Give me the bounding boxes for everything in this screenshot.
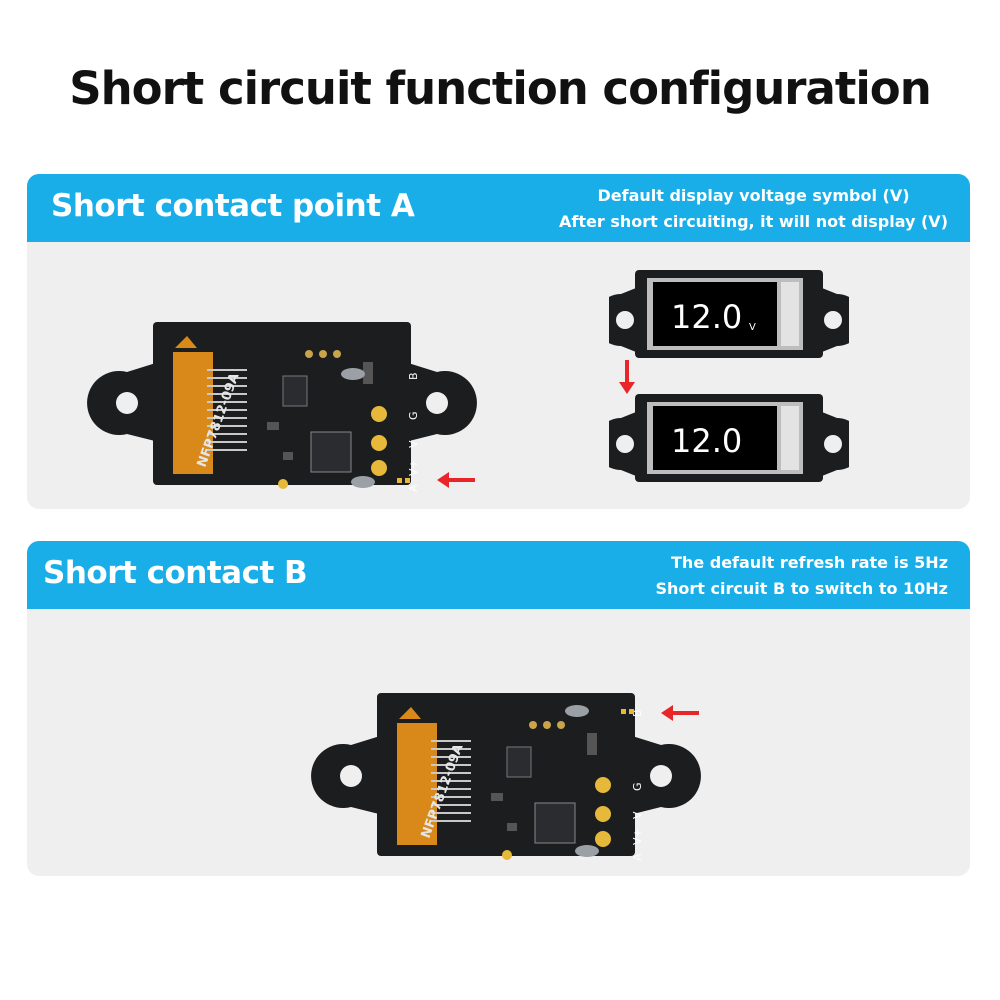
display-before-value: 12.0 bbox=[671, 298, 742, 336]
display-before-image: 12.0 V bbox=[609, 270, 849, 358]
display-before-unit: V bbox=[749, 322, 756, 333]
arrow-down-icon bbox=[619, 360, 635, 394]
pad-label-vplus: V+ bbox=[407, 459, 420, 476]
section-b-note-line2: Short circuit B to switch to 10Hz bbox=[655, 579, 949, 598]
section-b-note-line1: The default refresh rate is 5Hz bbox=[671, 553, 948, 572]
pcb-board-b-image: NFP7812-09A B G V V+ A bbox=[311, 693, 701, 861]
section-b-heading: Short contact B bbox=[43, 555, 308, 591]
pad-label-b: B bbox=[407, 372, 420, 380]
section-a-note: Default display voltage symbol (V) After… bbox=[559, 183, 948, 235]
section-a-heading: Short contact point A bbox=[51, 188, 415, 224]
arrow-point-b-icon bbox=[661, 705, 699, 721]
pad-label-a-b: A bbox=[631, 853, 644, 861]
section-a-note-line1: Default display voltage symbol (V) bbox=[597, 186, 910, 205]
page-title: Short circuit function configuration bbox=[69, 62, 932, 115]
section-a-header: Short contact point A Default display vo… bbox=[27, 174, 970, 242]
section-short-contact-b: Short contact B The default refresh rate… bbox=[27, 541, 970, 876]
section-a-body: NFP7812-09A B G V V+ A 12 bbox=[27, 242, 970, 509]
display-after-value: 12.0 bbox=[671, 422, 742, 460]
pad-label-g: G bbox=[407, 411, 420, 420]
display-after-image: 12.0 bbox=[609, 394, 849, 482]
pad-label-a: A bbox=[407, 484, 420, 492]
pad-label-g-b: G bbox=[631, 782, 644, 791]
pcb-board-a-image: NFP7812-09A B G V V+ A bbox=[87, 322, 477, 492]
pad-label-v: V bbox=[407, 440, 420, 448]
pad-label-v-b: V bbox=[631, 811, 644, 819]
section-b-note: The default refresh rate is 5Hz Short ci… bbox=[656, 550, 949, 602]
pad-label-vplus-b: V+ bbox=[631, 828, 644, 845]
pad-label-b-b: B bbox=[631, 709, 644, 717]
section-b-body: NFP7812-09A B G V V+ A bbox=[27, 609, 970, 876]
section-short-contact-a: Short contact point A Default display vo… bbox=[27, 174, 970, 509]
section-b-header: Short contact B The default refresh rate… bbox=[27, 541, 970, 609]
arrow-point-a-icon bbox=[437, 472, 475, 488]
section-a-note-line2: After short circuiting, it will not disp… bbox=[559, 212, 948, 231]
